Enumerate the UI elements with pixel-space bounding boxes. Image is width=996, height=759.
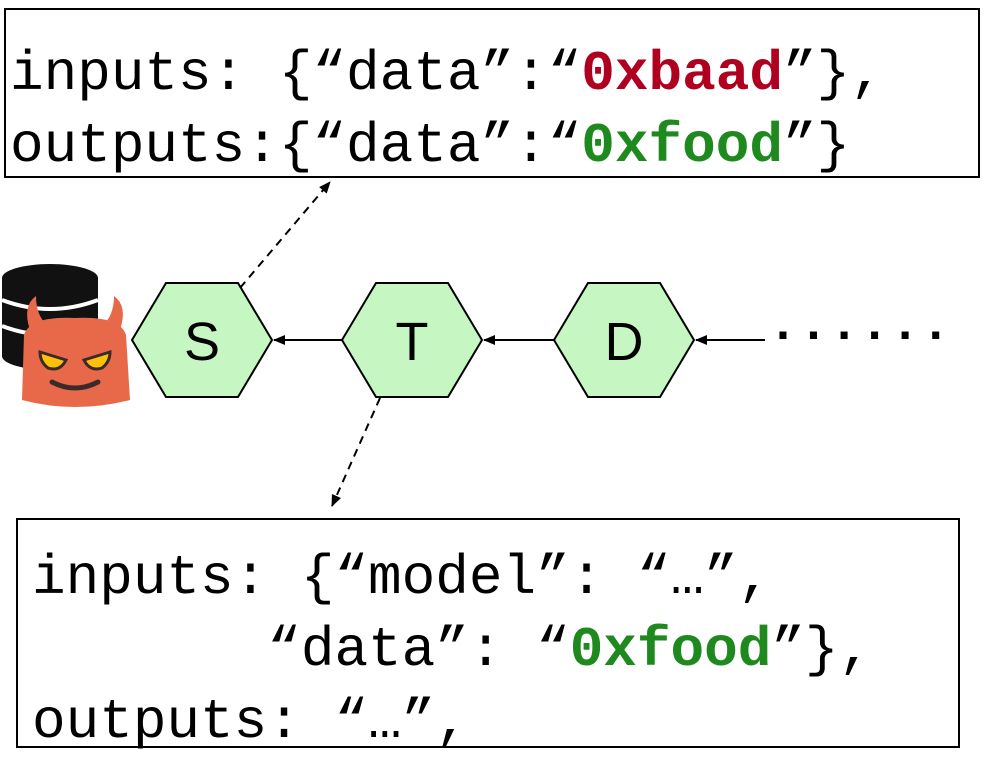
trailing-dots: · · · · · · [776,307,945,363]
bottom-inputs-line: inputs: {“model”: “…”, [32,546,772,610]
top-inputs-suffix: ”}, [782,42,884,106]
top-code-box: inputs: {“data”:“0xbaad”},outputs:{“data… [4,8,980,178]
bottom-data-prefix: “data”: “ [32,618,570,682]
bottom-good-data-value: 0xfood [569,618,772,682]
bottom-data-line: “data”: “0xfood”}, [32,614,958,686]
devil-icon [22,296,130,407]
node-S-label: S [184,312,220,372]
top-inputs-prefix: inputs: {“data”:“ [10,42,582,106]
node-S: S [130,282,274,398]
dashed-arrow-S-to-top-box [239,181,331,289]
top-inputs-line: inputs: {“data”:“0xbaad”}, [10,38,978,110]
node-D-label: D [605,312,644,372]
bottom-code-box: inputs: {“model”: “…”, “data”: “0xfood”}… [16,518,960,754]
top-outputs-line: outputs:{“data”:“0xfood”} [10,110,978,182]
node-T-label: T [396,312,429,372]
bottom-outputs-line: outputs: “…”, [32,690,469,754]
bad-data-value: 0xbaad [581,42,783,106]
top-outputs-prefix: outputs:{“data”:“ [10,114,582,178]
node-T: T [340,282,484,398]
good-data-value: 0xfood [581,114,783,178]
top-outputs-suffix: ”} [782,114,851,178]
node-D: D [552,282,696,398]
bottom-data-suffix: ”}, [771,618,873,682]
dashed-arrow-T-to-bottom-box [331,397,381,507]
